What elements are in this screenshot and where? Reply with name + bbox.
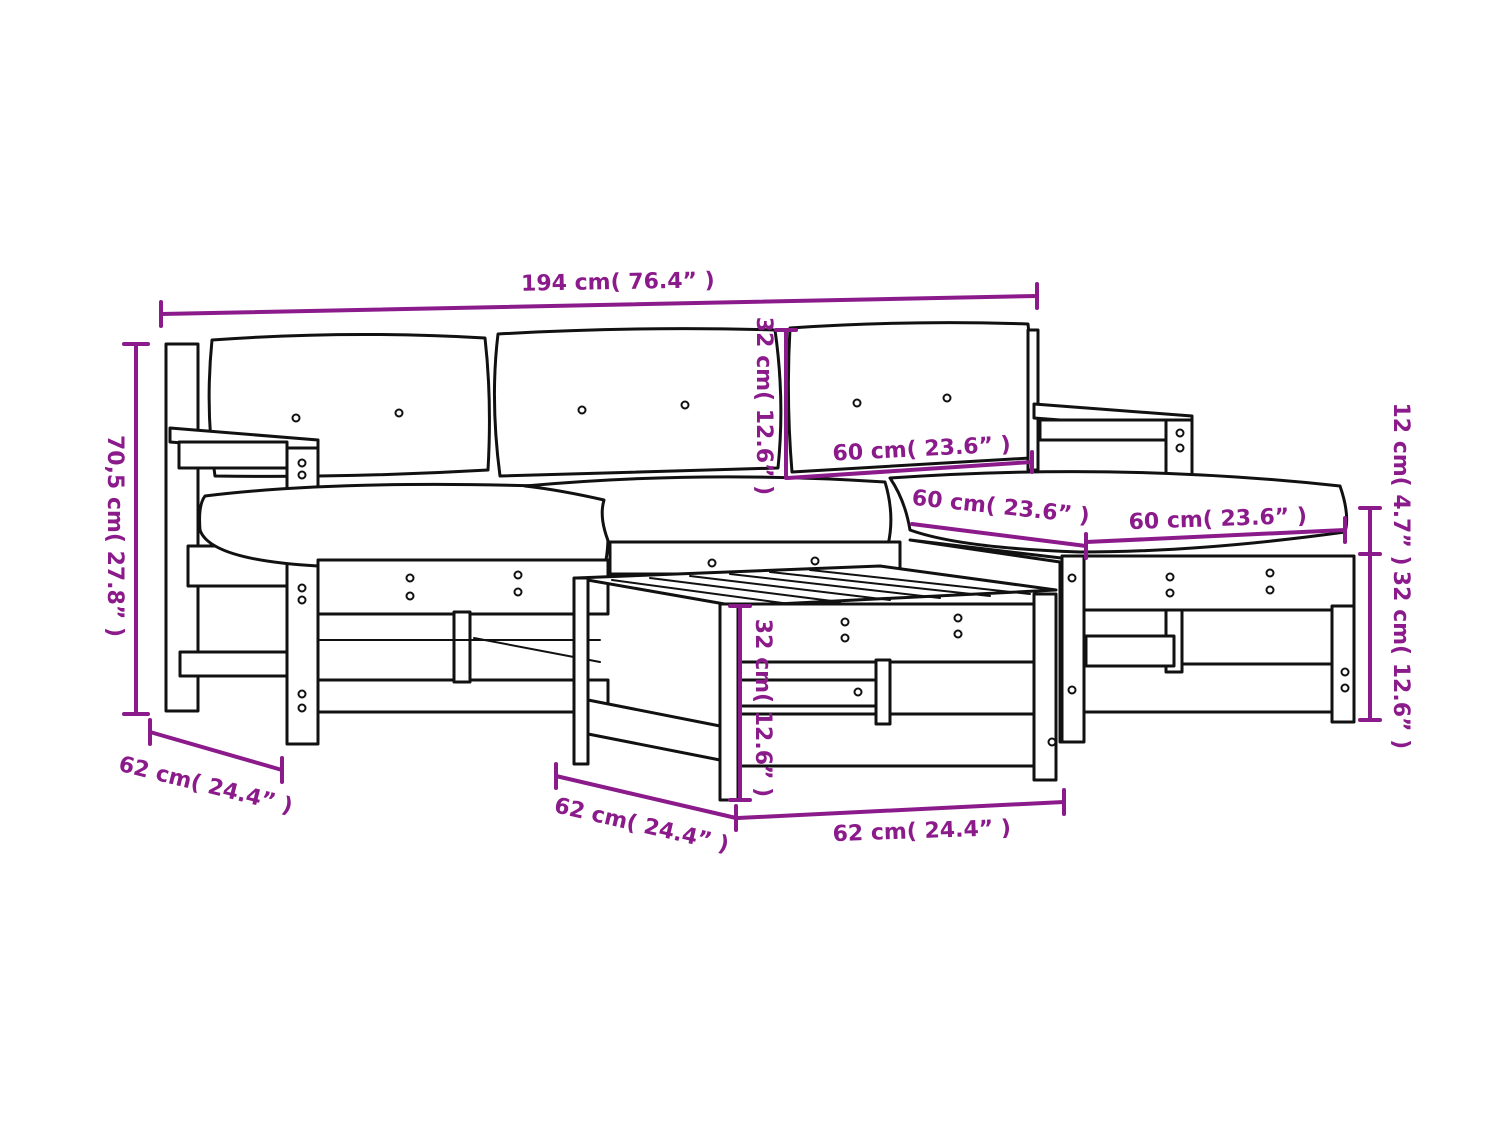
bolt <box>953 613 963 623</box>
ottoman-front-rail <box>1082 554 1356 612</box>
bolt <box>840 617 850 627</box>
left-back-post <box>164 342 200 713</box>
table-slat <box>809 569 1031 595</box>
table-slat <box>769 571 991 597</box>
bolt <box>953 629 963 639</box>
ottoman-bottom-rail <box>1082 662 1356 714</box>
left-arm-slat-3 <box>178 650 292 678</box>
seat-cushion-left <box>198 482 610 570</box>
left-inner-leg <box>452 610 472 684</box>
left-armchair <box>164 332 610 746</box>
label-seat-width: 60 cm( 23.6” ) <box>1128 504 1307 535</box>
bolt <box>394 408 404 418</box>
bolt <box>1067 573 1077 583</box>
table-slat <box>729 573 941 599</box>
label-sofa-depth: 62 cm( 24.4” ) <box>116 752 295 819</box>
bolt <box>810 556 820 566</box>
bolt <box>1265 568 1275 578</box>
bolt <box>1165 572 1175 582</box>
dim-line-total-width <box>159 294 1039 316</box>
label-backrest-height: 32 cm( 12.6” ) <box>751 317 776 495</box>
bolt <box>1175 443 1185 453</box>
label-footstool-width: 62 cm( 24.4” ) <box>832 816 1011 847</box>
ottoman-inner-slat <box>1084 634 1176 668</box>
bolt <box>1067 685 1077 695</box>
bolt <box>577 405 587 415</box>
dim-line-footstool-width <box>736 800 1066 820</box>
bolt <box>297 595 307 605</box>
bolt <box>297 458 307 468</box>
bolt <box>297 689 307 699</box>
bolt <box>1175 428 1185 438</box>
seat-cushion-right <box>888 470 1349 554</box>
bolt <box>1340 667 1350 677</box>
label-cushion-thickness: 12 cm( 4.7” ) <box>1388 402 1413 565</box>
bolt <box>405 573 415 583</box>
bolt <box>707 558 717 568</box>
bolt <box>297 583 307 593</box>
middle-seat <box>492 327 902 576</box>
left-arm-slat-1 <box>177 440 289 470</box>
ottoman-front-right-leg <box>1330 604 1356 724</box>
bolt <box>840 633 850 643</box>
dim-line-seat-depth <box>910 522 1088 548</box>
dim-line-footstool-depth <box>554 774 738 820</box>
bolt <box>291 413 301 423</box>
table-slat <box>649 577 841 603</box>
bolt <box>513 587 523 597</box>
bolt <box>1265 585 1275 595</box>
table-slat <box>611 579 791 605</box>
right-arm-slat <box>1038 418 1170 442</box>
bolt <box>297 470 307 480</box>
dim-line-seat-width <box>1084 528 1347 544</box>
label-seat-height: 32 cm( 12.6” ) <box>1388 571 1413 749</box>
dim-line-sofa-depth <box>148 730 284 772</box>
bolt <box>1340 683 1350 693</box>
table-side-rail <box>586 698 722 762</box>
back-cushion-middle <box>492 327 783 478</box>
right-corner-seat <box>786 321 1349 554</box>
bolt <box>513 570 523 580</box>
table-front-left-leg <box>718 602 740 802</box>
bolt <box>853 687 863 697</box>
right-ottoman <box>908 538 1356 744</box>
dimension-labels: 194 cm( 76.4” ) 70,5 cm( 27.8” ) 62 cm( … <box>102 268 1413 858</box>
bolt <box>405 591 415 601</box>
bolt <box>1047 737 1057 747</box>
left-seat-rail <box>316 558 610 616</box>
ottoman-front-left-leg <box>1060 554 1086 744</box>
table-slat <box>689 575 891 601</box>
label-footstool-depth: 62 cm( 24.4” ) <box>552 793 731 857</box>
label-total-width: 194 cm( 76.4” ) <box>521 268 715 296</box>
bolt <box>1165 588 1175 598</box>
bolt <box>852 398 862 408</box>
table-front-right-leg <box>1032 592 1058 782</box>
label-footstool-height: 32 cm( 12.6” ) <box>750 619 775 797</box>
left-bottom-rail <box>316 678 610 714</box>
bolt <box>942 393 952 403</box>
bolt <box>680 400 690 410</box>
bolt <box>297 703 307 713</box>
table-inner-leg <box>874 658 892 726</box>
right-back-post <box>1026 328 1040 472</box>
table-front-rail <box>734 602 1050 664</box>
label-total-height: 70,5 cm( 27.8” ) <box>102 435 127 637</box>
center-table <box>572 564 1058 802</box>
dim-line-backrest-width <box>786 460 1034 480</box>
table-back-left-leg <box>572 576 590 766</box>
dimension-lines <box>122 282 1382 832</box>
